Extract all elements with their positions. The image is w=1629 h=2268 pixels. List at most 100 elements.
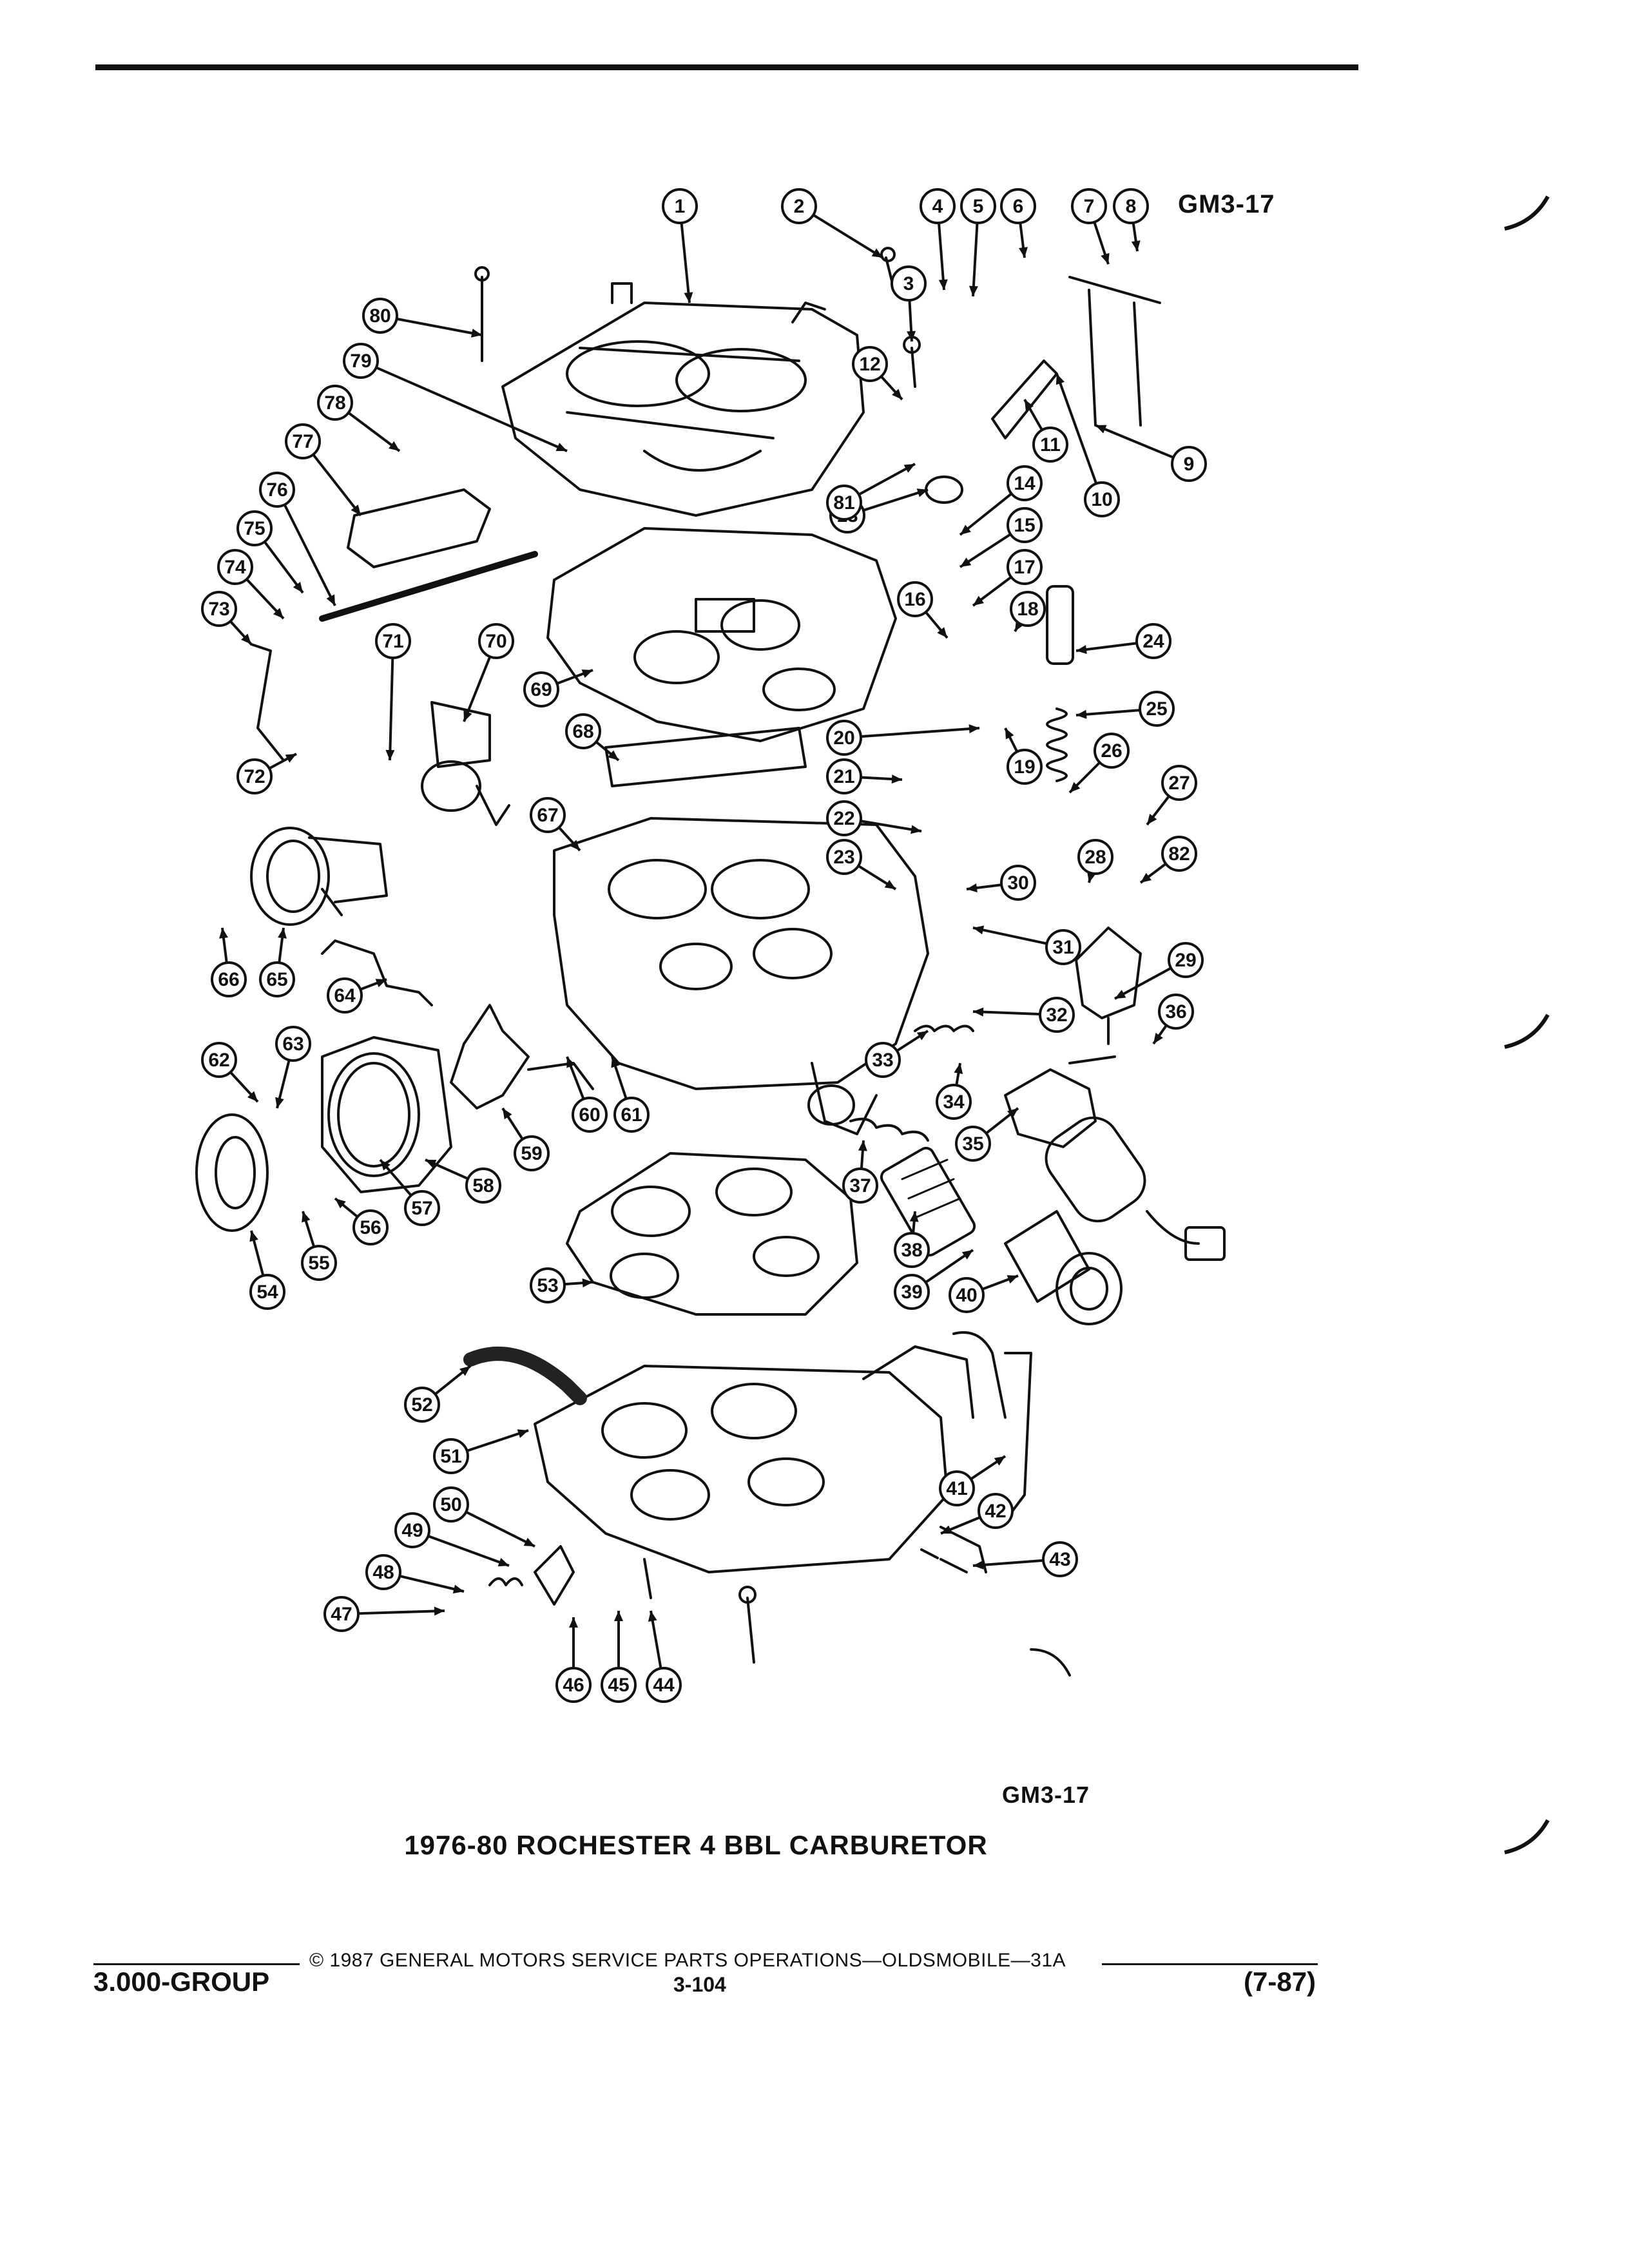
callout-leader — [347, 411, 401, 452]
fuel-inlet-nut-part — [1004, 1210, 1123, 1325]
callout-number: 55 — [308, 1253, 329, 1274]
figure-caption: 1976-80 ROCHESTER 4 BBL CARBURETOR — [404, 1830, 988, 1860]
callout-leader — [972, 1559, 1044, 1567]
callout-arrowhead — [871, 248, 883, 258]
callout-arrowhead — [858, 1140, 867, 1151]
air-horn-part — [501, 282, 865, 517]
callout-arrowhead — [566, 1057, 575, 1068]
callout-number: 15 — [1014, 515, 1035, 536]
callout-number: 33 — [872, 1050, 893, 1071]
callout-circle — [352, 1209, 389, 1245]
choke-rod-part — [250, 643, 285, 762]
callout-number: 49 — [401, 1520, 423, 1541]
callout-circle — [1007, 549, 1043, 585]
callout-circle — [317, 385, 353, 421]
cover-plate-part — [347, 488, 491, 568]
callout-arrowhead — [969, 285, 978, 296]
hose-part — [463, 1347, 587, 1405]
callout-arrowhead — [273, 608, 284, 619]
callout-arrowhead — [249, 1231, 258, 1242]
callout-leader — [1114, 966, 1172, 1000]
callout-circle — [523, 671, 559, 707]
callout-circle — [826, 800, 862, 836]
callout-leader — [376, 366, 568, 452]
callout-circle — [530, 797, 566, 833]
callout-arrowhead — [967, 883, 978, 892]
callout-number: 69 — [530, 679, 552, 700]
callout-circle — [1171, 446, 1207, 482]
callout-circle — [601, 1667, 637, 1703]
callout-leader — [1055, 373, 1098, 485]
callout-arrowhead — [434, 1606, 445, 1616]
callout-number: 30 — [1007, 872, 1028, 894]
fuel-filter-part — [880, 1146, 976, 1257]
callout-number: 5 — [973, 196, 984, 217]
callout-arrowhead — [241, 633, 251, 644]
callout-number: 24 — [1142, 631, 1164, 652]
callout-number: 51 — [440, 1446, 461, 1467]
callout-leader — [972, 1010, 1041, 1015]
callout-circle — [201, 1042, 237, 1078]
callout-circle — [852, 346, 888, 382]
callout-arrowhead — [503, 1108, 512, 1120]
callout-number: 60 — [579, 1104, 600, 1126]
callout-number: 79 — [350, 351, 371, 372]
footer-revision: (7-87) — [1244, 1966, 1316, 1997]
callout-circle — [259, 961, 295, 997]
callout-arrowhead — [941, 1525, 952, 1534]
callout-number: 50 — [440, 1494, 461, 1515]
callout-number: 67 — [537, 805, 558, 826]
callout-leader — [1095, 424, 1174, 459]
callout-arrowhead — [375, 979, 387, 988]
callout-arrowhead — [1095, 425, 1107, 434]
callout-arrowhead — [385, 749, 395, 760]
callout-leader — [972, 927, 1047, 945]
callout-number: 45 — [608, 1675, 629, 1696]
callout-circle — [323, 1596, 360, 1632]
callout-arrowhead — [459, 1366, 470, 1376]
callout-number: 78 — [324, 392, 345, 414]
callout-arrowhead — [994, 1456, 1005, 1466]
callout-circle — [565, 713, 601, 749]
callout-number: 2 — [794, 196, 805, 217]
callout-arrowhead — [302, 1211, 311, 1223]
callout-circle — [865, 1042, 901, 1078]
callout-leader — [680, 222, 691, 303]
callout-arrowhead — [614, 1611, 623, 1621]
choke-housing-part — [321, 1036, 452, 1193]
callout-number: 29 — [1175, 950, 1196, 971]
callout-circle — [1007, 465, 1043, 501]
callout-number: 43 — [1049, 1549, 1070, 1570]
callout-arrowhead — [425, 1160, 437, 1168]
air-horn-gasket-part — [546, 527, 897, 742]
callout-number: 26 — [1101, 740, 1122, 762]
callout-arrowhead — [1147, 814, 1157, 825]
callout-arrowhead — [275, 1097, 284, 1108]
callout-circle — [236, 758, 273, 794]
binder-mark — [1504, 195, 1550, 231]
callout-arrowhead — [973, 1007, 984, 1017]
callout-circle — [259, 472, 295, 508]
callout-arrowhead — [891, 774, 902, 784]
callout-number: 80 — [369, 305, 390, 327]
callout-circle — [826, 485, 862, 521]
callout-number: 48 — [372, 1562, 394, 1583]
callout-circle — [394, 1512, 430, 1548]
callout-leader — [465, 1510, 535, 1548]
callout-number: 12 — [859, 354, 880, 375]
callout-number: 38 — [901, 1240, 922, 1261]
callout-number: 70 — [485, 631, 506, 652]
choke-lever-part — [450, 1004, 594, 1110]
callout-circle — [1084, 481, 1120, 517]
callout-circle — [826, 720, 862, 756]
callout-arrowhead — [909, 1211, 919, 1222]
callout-number: 31 — [1052, 937, 1074, 958]
spring-part — [849, 1117, 929, 1142]
float-bowl-body-part — [553, 817, 929, 1135]
callout-number: 56 — [360, 1217, 381, 1238]
callout-number: 19 — [1014, 756, 1035, 778]
callout-number: 20 — [833, 727, 854, 749]
idle-solenoid-part — [1004, 1068, 1226, 1261]
callout-arrowhead — [380, 1160, 390, 1171]
